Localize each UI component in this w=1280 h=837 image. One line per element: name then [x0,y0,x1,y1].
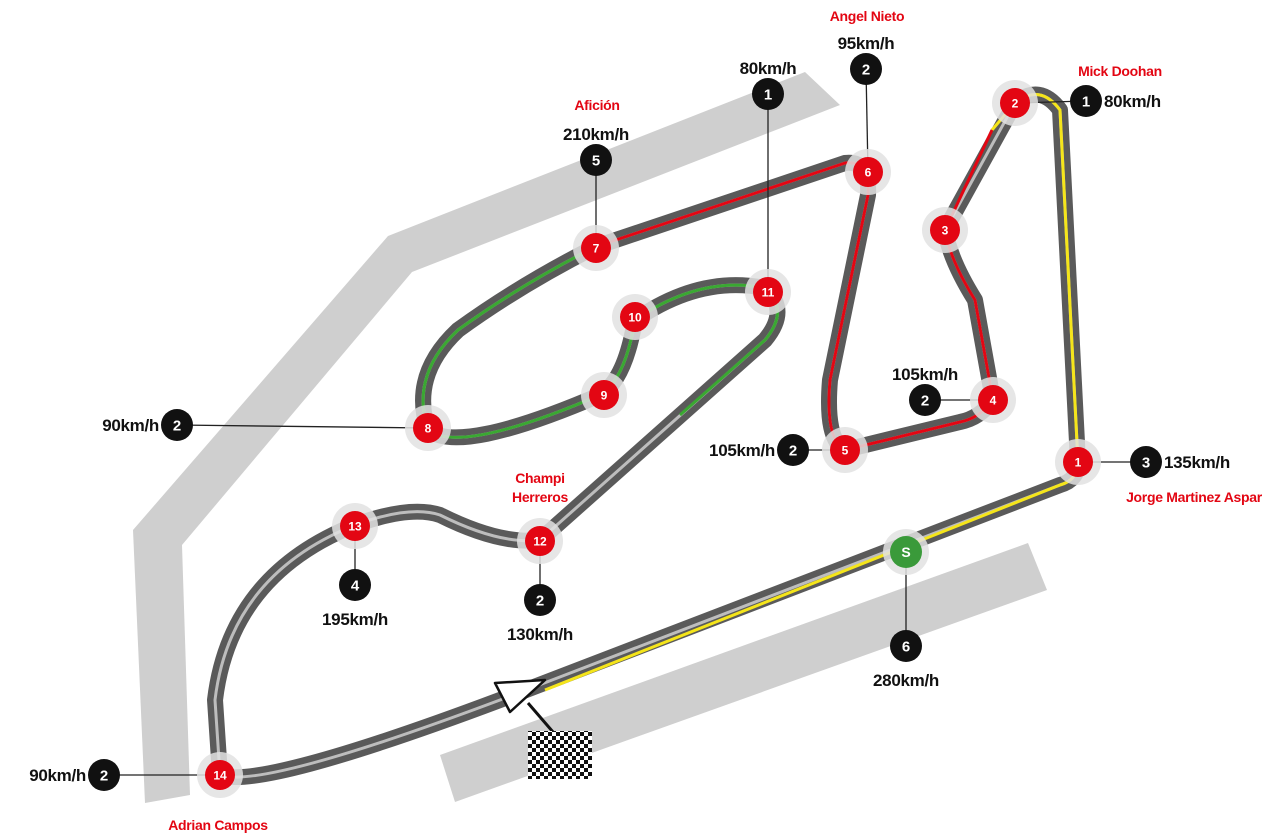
turn-14-number: 14 [213,769,227,783]
start-marker-label: S [901,544,910,560]
speed-label-turn-14: 90km/h [29,766,86,785]
turn-6-name: Angel Nieto [830,8,904,24]
gear-marker-turn-2 [1070,85,1102,117]
gear-marker-start [890,630,922,662]
turn-14-name: Adrian Campos [168,817,268,833]
gear-marker-turn-14 [88,759,120,791]
turn-6-marker [853,157,883,187]
turn-4-number: 4 [990,394,997,408]
turn-10-number: 10 [628,311,642,325]
turn-13-number: 13 [348,520,362,534]
turn-7-name: Afición [574,97,619,113]
gear-number-turn-6: 2 [862,62,870,79]
gear-number-turn-8: 2 [173,418,181,435]
gear-number-turn-4: 2 [921,393,929,410]
gear-number-turn-11: 1 [764,87,772,104]
turn-12-name-line-2: Herreros [512,489,568,505]
speed-label-turn-5: 105km/h [709,441,775,460]
turn-11-number: 11 [762,286,775,300]
turn-8-number: 8 [425,422,432,436]
turn-9-number: 9 [601,389,608,403]
runoff-area-west [133,72,840,803]
turn-1-name: Jorge Martinez Aspar [1126,489,1263,505]
turn-14-marker [205,760,235,790]
gear-marker-turn-5 [777,434,809,466]
turn-5-number: 5 [842,444,849,458]
gear-marker-turn-12 [524,584,556,616]
gear-number-turn-12: 2 [536,593,544,610]
speed-label-start: 280km/h [873,671,939,690]
gear-marker-turn-13 [339,569,371,601]
track [207,86,1086,786]
speed-label-turn-11: 80km/h [740,59,797,78]
gear-marker-turn-8 [161,409,193,441]
turn-7-marker [581,233,611,263]
speed-label-turn-7: 210km/h [563,125,629,144]
gear-marker-turn-6 [850,53,882,85]
finish-flag-pole [526,702,555,733]
turn-4-marker [978,385,1008,415]
speed-label-turn-4: 105km/h [892,365,958,384]
turn-3-number: 3 [942,224,949,238]
gear-number-start: 6 [902,639,910,656]
connector-turn-8 [176,424,429,429]
turn-5-marker [830,435,860,465]
turn-1-marker [1063,447,1093,477]
turn-12-name-line-1: Champi [515,470,565,486]
turn-3-marker [930,215,960,245]
gear-marker-turn-4 [909,384,941,416]
speed-label-turn-12: 130km/h [507,625,573,644]
speed-label-turn-2: 80km/h [1104,92,1161,111]
turn-7-number: 7 [593,242,600,256]
turn-9-marker [589,380,619,410]
turn-2-name: Mick Doohan [1078,63,1162,79]
turn-6-number: 6 [865,166,872,180]
speed-label-turn-8: 90km/h [102,416,159,435]
speed-label-turn-13: 195km/h [322,610,388,629]
gear-number-turn-2: 1 [1082,94,1090,111]
gear-marker-turn-1 [1130,446,1162,478]
turn-2-number: 2 [1012,97,1019,111]
turn-13-marker [340,511,370,541]
turn-12-number: 12 [533,535,547,549]
finish-line-arrow [493,678,547,714]
gear-number-turn-1: 3 [1142,455,1150,472]
start-marker [890,536,922,568]
gear-marker-turn-7 [580,144,612,176]
turn-11-marker [753,277,783,307]
turn-1-number: 1 [1075,456,1082,470]
checkered-flag-icon [528,731,592,779]
gear-number-turn-5: 2 [789,443,797,460]
gear-marker-turn-11 [752,78,784,110]
speed-label-turn-6: 95km/h [838,34,895,53]
turn-12-marker [525,526,555,556]
gear-number-turn-13: 4 [351,578,360,595]
turn-2-marker [1000,88,1030,118]
turn-10-marker [620,302,650,332]
turn-8-marker [413,413,443,443]
gear-number-turn-7: 5 [592,153,600,170]
gear-number-turn-14: 2 [100,768,108,785]
speed-label-turn-1: 135km/h [1164,453,1230,472]
